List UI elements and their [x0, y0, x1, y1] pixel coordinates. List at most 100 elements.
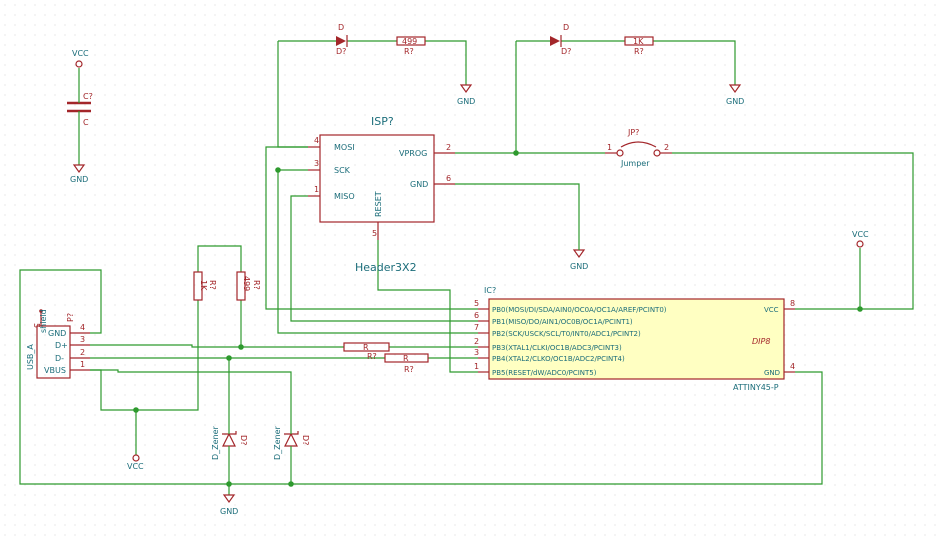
svg-text:2: 2	[446, 143, 451, 152]
svg-text:PB0(MOSI/DI/SDA/AIN0/OC0A/OC1A: PB0(MOSI/DI/SDA/AIN0/OC0A/OC1A/AREF/PCIN…	[492, 306, 667, 314]
svg-text:GND: GND	[220, 507, 238, 516]
svg-text:GND: GND	[726, 97, 744, 106]
svg-text:8: 8	[790, 299, 795, 308]
diode-triangle	[550, 36, 560, 46]
jumper-value: Jumper	[620, 159, 650, 168]
resistor-ref: R?	[404, 47, 414, 56]
svg-text:VCC: VCC	[72, 49, 89, 58]
junctions	[133, 150, 863, 487]
resistor-ref: R?	[634, 47, 644, 56]
svg-text:VPROG: VPROG	[399, 149, 427, 158]
usb-connector[interactable]: GND D+ D- VBUS 4 3 2 1 5 shield USB_A P?	[26, 309, 90, 379]
usb-shield-label: shield	[39, 309, 48, 333]
capacitor-value: C	[83, 118, 89, 127]
resistor-value: 1K	[633, 37, 644, 46]
svg-text:PB1(MISO/DO/AIN1/OC0B/OC1A/PCI: PB1(MISO/DO/AIN1/OC0B/OC1A/PCINT1)	[492, 318, 633, 326]
svg-text:VCC: VCC	[127, 462, 144, 471]
svg-text:2: 2	[80, 348, 85, 357]
svg-text:3: 3	[80, 335, 85, 344]
svg-text:2: 2	[474, 337, 479, 346]
zener-left[interactable]: D_Zener D?	[211, 425, 248, 460]
svg-text:4: 4	[790, 362, 795, 371]
zener-right[interactable]: D_Zener D?	[273, 425, 310, 460]
resistor-value: R	[363, 343, 369, 352]
resistor-ref: R?	[367, 352, 377, 361]
resistor-value: 499	[402, 37, 417, 46]
svg-text:PB2(SCK/USCK/SCL/T0/INT0/ADC1/: PB2(SCK/USCK/SCL/T0/INT0/ADC1/PCINT2)	[492, 330, 641, 338]
svg-text:1: 1	[474, 362, 479, 371]
svg-text:MISO: MISO	[334, 192, 355, 201]
svg-text:4: 4	[314, 136, 319, 145]
jumper-ref: JP?	[627, 128, 639, 137]
isp-ref: ISP?	[371, 115, 394, 128]
svg-text:VBUS: VBUS	[44, 366, 66, 375]
usb-value: USB_A	[26, 344, 35, 370]
resistor-ref: R?	[404, 365, 414, 374]
gnd-symbol-5: GND	[220, 494, 238, 516]
svg-text:5: 5	[474, 299, 479, 308]
vcc-symbol-3: VCC	[127, 454, 144, 471]
svg-text:3: 3	[474, 348, 479, 357]
svg-text:D+: D+	[55, 341, 68, 350]
svg-text:GND: GND	[570, 262, 588, 271]
wires	[19, 40, 914, 495]
diode-ref: D?	[336, 47, 346, 56]
zener-value: D_Zener	[273, 425, 282, 460]
ic-value: ATTINY45-P	[733, 383, 779, 392]
resistor-1k-left[interactable]: 1K R?	[193, 271, 217, 301]
resistor-d-plus[interactable]: R R?	[343, 342, 390, 361]
gnd-symbol-1: GND	[457, 84, 475, 106]
capacitor[interactable]: C? C	[67, 92, 93, 127]
svg-text:PB4(XTAL2/CLKO/OC1B/ADC2/PCINT: PB4(XTAL2/CLKO/OC1B/ADC2/PCINT4)	[492, 355, 625, 363]
ic-package: DIP8	[752, 337, 770, 346]
usb-ref: P?	[66, 313, 75, 322]
svg-text:3: 3	[314, 159, 319, 168]
zener-value: D_Zener	[211, 425, 220, 460]
diode-top-left[interactable]: D D?	[336, 23, 348, 56]
diode-value: D	[338, 23, 344, 32]
svg-text:1: 1	[80, 360, 85, 369]
svg-text:GND: GND	[764, 369, 780, 377]
jumper[interactable]: JP? Jumper 1 2	[605, 128, 672, 168]
resistor-value: R	[403, 354, 409, 363]
diode-ref: D?	[561, 47, 571, 56]
resistor-value: 1K	[199, 280, 208, 291]
gnd-symbol-3: GND	[70, 164, 88, 184]
svg-text:GND: GND	[410, 180, 428, 189]
svg-text:6: 6	[474, 311, 479, 320]
resistor-499-left[interactable]: 499 R?	[236, 271, 261, 301]
vcc-symbol-1: VCC	[72, 49, 89, 68]
svg-text:2: 2	[664, 143, 669, 152]
resistor-ref: R?	[208, 280, 217, 290]
svg-text:MOSI: MOSI	[334, 143, 355, 152]
resistor-d-minus[interactable]: R R?	[384, 353, 429, 374]
svg-text:GND: GND	[457, 97, 475, 106]
diode-triangle	[336, 36, 346, 46]
resistor-499-top[interactable]: 499 R?	[396, 36, 426, 56]
svg-text:GND: GND	[48, 329, 66, 338]
svg-text:PB3(XTAL1/CLKI/OC1B/ADC3/PCINT: PB3(XTAL1/CLKI/OC1B/ADC3/PCINT3)	[492, 344, 622, 352]
diode-value: D	[563, 23, 569, 32]
resistor-value: 499	[242, 276, 251, 291]
attiny-ic[interactable]: IC? ATTINY45-P DIP8 PB0(MOSI/DI/SDA/AIN0…	[474, 286, 795, 392]
svg-text:VCC: VCC	[764, 306, 779, 314]
svg-text:PB5(RESET/dW/ADC0/PCINT5): PB5(RESET/dW/ADC0/PCINT5)	[492, 369, 597, 377]
svg-text:1: 1	[607, 143, 612, 152]
zener-ref: D?	[239, 435, 248, 445]
svg-text:6: 6	[446, 174, 451, 183]
vcc-symbol-2: VCC	[852, 230, 869, 248]
svg-text:VCC: VCC	[852, 230, 869, 239]
svg-text:GND: GND	[70, 175, 88, 184]
gnd-symbol-4: GND	[570, 249, 588, 271]
zener-ref: D?	[301, 435, 310, 445]
resistor-ref: R?	[252, 280, 261, 290]
diode-top-right[interactable]: D D?	[550, 23, 571, 56]
svg-text:1: 1	[314, 185, 319, 194]
svg-text:4: 4	[80, 323, 85, 332]
ic-ref: IC?	[484, 286, 496, 295]
isp-value: Header3X2	[355, 261, 417, 274]
capacitor-ref: C?	[83, 92, 93, 101]
resistor-1k-top[interactable]: 1K R?	[624, 36, 654, 56]
isp-header[interactable]: ISP? Header3X2 MOSI SCK MISO VPROG GND R…	[308, 115, 455, 274]
